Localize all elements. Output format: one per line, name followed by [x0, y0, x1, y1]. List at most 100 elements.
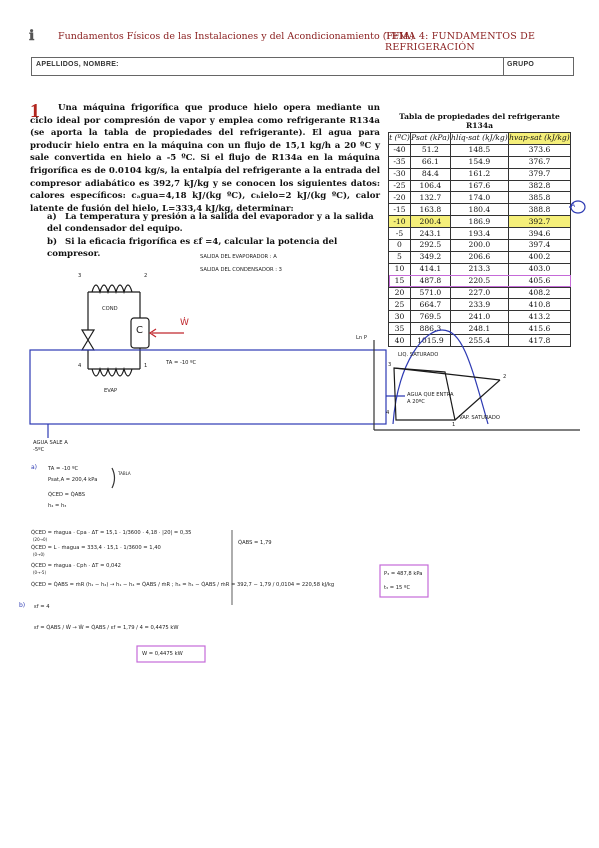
q-abs-total: Q̇ABS = 1,79 — [238, 540, 272, 546]
table-cell: 248.1 — [449, 322, 509, 336]
vap-sat-label: VAP. SATURADO — [459, 415, 500, 421]
question-b: b)Si la eficacia frigorífica es εf =4, c… — [47, 236, 380, 261]
table-cell: 408.2 — [507, 286, 572, 300]
label-work: Ẇ — [180, 318, 189, 328]
table-cell: 227.0 — [449, 286, 509, 300]
table-cell: 403.0 — [507, 262, 572, 276]
name-label: APELLIDOS, NOMBRE: — [36, 61, 119, 68]
answer-box-a — [379, 564, 429, 598]
diagram-point-2: 2 — [503, 374, 507, 380]
tank-temperature: TA = -10 ºC — [166, 360, 197, 366]
liq-sat-label: LIQ. SATURADO — [398, 352, 439, 358]
box-divider — [503, 58, 504, 75]
water-in-label: AGUA QUE ENTRA A 20ºC — [407, 392, 454, 405]
answer-a-line-1: TA = -10 ºC — [48, 466, 79, 472]
table-cell: 241.0 — [449, 310, 509, 324]
table-cell: 5 — [388, 250, 411, 264]
calc-1: Q̇CED = ṁagua · Cpa · ΔT = 15,1 · 1/3600… — [31, 530, 192, 536]
question-a: a)La temperatura y presión a la salida d… — [47, 211, 380, 236]
table-cell: 213.3 — [449, 262, 509, 276]
table-cell: 40 — [388, 334, 411, 348]
result-w: W = 0,4475 kW — [142, 651, 183, 657]
evaporator-coil — [88, 366, 140, 377]
answer-a-label: a) — [31, 464, 38, 471]
diagram-point-3: 3 — [388, 362, 392, 368]
tank — [29, 349, 387, 425]
node-2: 2 — [144, 273, 148, 279]
table-cell: 417.8 — [507, 334, 572, 348]
answer-a-line-2: Psat,A = 200,4 kPa — [48, 477, 98, 483]
brace-table — [111, 467, 116, 489]
result-p3: P₃ = 487,8 kPa — [384, 571, 423, 577]
question-b-label: b) — [47, 237, 58, 247]
cycle-line-3-2 — [393, 367, 501, 381]
label-evap: EVAP — [104, 388, 118, 394]
table-cell: 664.7 — [409, 298, 451, 312]
problem-statement: Una máquina frigorífica que produce hiel… — [30, 103, 380, 214]
label-compressor: C — [136, 325, 143, 336]
answer-b-line-1: εf = 4 — [34, 604, 50, 610]
diagram-axis-label: Ln P — [356, 335, 367, 341]
table-cell: 410.8 — [507, 298, 572, 312]
condenser-coil — [88, 284, 140, 295]
property-table: Tabla de propiedades del refrigerante R1… — [388, 111, 572, 348]
calc-2-sub: (0→0) — [33, 552, 45, 557]
table-cell: 220.5 — [449, 274, 509, 288]
table-cell: 405.6 — [507, 274, 572, 288]
result-t3: t₃ = 15 ºC — [384, 585, 411, 591]
diagram-point-1: 1 — [452, 422, 456, 428]
table-cell: 255.4 — [449, 334, 509, 348]
node-3: 3 — [78, 273, 82, 279]
node-4: 4 — [78, 363, 82, 369]
table-cell: 233.9 — [449, 298, 509, 312]
question-a-label: a) — [47, 212, 57, 222]
answer-b-label: b) — [19, 602, 26, 609]
answer-b-line-2: εf = Q̇ABS / Ẇ → Ẇ = Q̇ABS / εf = 1,79 /… — [34, 625, 179, 631]
diagram-point-4: 4 — [386, 410, 390, 416]
table-cell: 349.2 — [409, 250, 451, 264]
student-info-box: APELLIDOS, NOMBRE: GRUPO — [31, 57, 574, 76]
logo-icon: ℹ — [29, 28, 35, 44]
calc-1-sub: (20→0) — [33, 537, 48, 542]
cycle-line-1-2 — [454, 379, 501, 421]
label-cond: COND — [102, 306, 118, 312]
table-note: TABLA — [118, 471, 131, 476]
table-cell: 400.2 — [507, 250, 572, 264]
note-evap-exit: SALIDA DEL EVAPORADOR : A — [200, 254, 277, 260]
node-1: 1 — [144, 363, 148, 369]
group-label: GRUPO — [507, 61, 535, 68]
mark-a: A — [571, 202, 576, 209]
answer-a-line-4: h₄ = h₃ — [48, 503, 67, 509]
calc-3: Q̇CED = ṁagua · Cph · ΔT = 0,042 — [31, 563, 121, 569]
course-title: Fundamentos Físicos de las Instalaciones… — [58, 31, 414, 42]
question-a-text: La temperatura y presión a la salida del… — [47, 212, 374, 235]
question-b-text: Si la eficacia frigorífica es εf =4, cal… — [47, 237, 338, 260]
unit-title: TEMA 4: FUNDAMENTOS DE REFRIGERACIÓN — [385, 31, 536, 53]
calc-4: Q̇CED = Q̇ABS = ṁR (h₁ − h₄) → h₁ − h₄ =… — [31, 582, 335, 588]
calc-2: Q̇CED = L · ṁagua = 333,4 · 15,1 · 1/360… — [31, 545, 161, 551]
table-cell: 413.2 — [507, 310, 572, 324]
table-cell: 415.6 — [507, 322, 572, 336]
expansion-valve — [80, 329, 96, 351]
note-cond-exit: SALIDA DEL CONDENSADOR : 3 — [200, 267, 282, 273]
problem-number: 1 — [30, 100, 40, 122]
table-caption: Tabla de propiedades del refrigerante R1… — [399, 112, 560, 130]
answer-a-line-3: Q̇CED = Q̇ABS — [48, 492, 86, 498]
table-cell: 769.5 — [409, 310, 451, 324]
